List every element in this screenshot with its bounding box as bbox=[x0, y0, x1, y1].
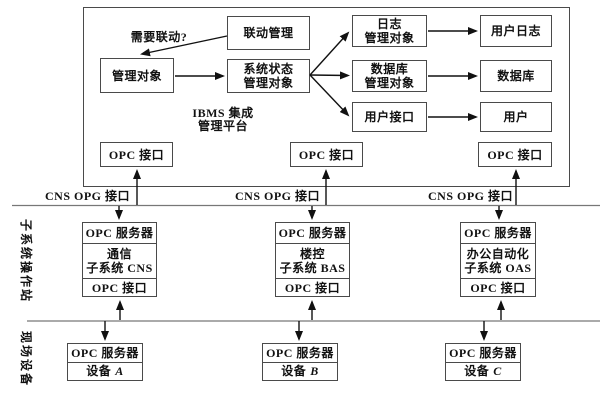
log-mgmt-box: 日志 管理对象 bbox=[352, 15, 427, 47]
opc-interface-cell: OPC 接口 bbox=[83, 278, 156, 296]
log-mgmt-line1: 日志 bbox=[376, 17, 402, 31]
user-box: 用户 bbox=[480, 102, 552, 132]
subsystem-name-line1: 通信 bbox=[106, 247, 132, 261]
user-log-box: 用户日志 bbox=[480, 15, 552, 47]
device-label: 设备 bbox=[281, 364, 307, 379]
opc-server-cell: OPC 服务器 bbox=[276, 223, 349, 243]
opc-server-cell: OPC 服务器 bbox=[446, 344, 520, 362]
field-device-layer-label: 现场设备 bbox=[19, 330, 33, 387]
device-name-cell: 设备 A bbox=[68, 361, 142, 381]
opc-server-cell: OPC 服务器 bbox=[461, 223, 535, 243]
cns-opg-label-3: CNS OPG 接口 bbox=[428, 189, 514, 203]
subsystem-stack-cns: OPC 服务器 通信 子系统 CNS OPC 接口 bbox=[82, 222, 157, 297]
platform-opc-interface-label-2: OPC 接口 bbox=[298, 147, 355, 162]
opc-server-label: OPC 服务器 bbox=[449, 345, 517, 360]
device-letter: C bbox=[493, 364, 502, 379]
opc-server-label: OPC 服务器 bbox=[464, 226, 532, 240]
opc-interface-cell: OPC 接口 bbox=[276, 278, 349, 296]
cns-opg-label-1: CNS OPG 接口 bbox=[45, 189, 131, 203]
subsystem-name-cell: 办公自动化 子系统 OAS bbox=[461, 243, 535, 278]
platform-opc-interface-label-1: OPC 接口 bbox=[108, 147, 165, 162]
platform-opc-interface-label-3: OPC 接口 bbox=[487, 147, 543, 162]
user-interface-label: 用户接口 bbox=[364, 110, 415, 124]
subsystem-name-line2: 子系统 OAS bbox=[464, 261, 532, 275]
subsystem-name-line2: 子系统 BAS bbox=[279, 261, 346, 275]
platform-title-line2: 管理平台 bbox=[197, 119, 248, 133]
platform-opc-interface-box-2: OPC 接口 bbox=[290, 142, 363, 167]
database-box: 数据库 bbox=[480, 60, 552, 92]
device-stack-c: OPC 服务器 设备 C bbox=[445, 343, 521, 381]
opc-server-cell: OPC 服务器 bbox=[83, 223, 156, 243]
opc-interface-label: OPC 接口 bbox=[470, 280, 526, 295]
linkage-mgmt-box: 联动管理 bbox=[227, 16, 310, 50]
device-label: 设备 bbox=[86, 364, 112, 379]
opc-server-cell: OPC 服务器 bbox=[263, 344, 337, 362]
subsystem-name-cell: 通信 子系统 CNS bbox=[83, 243, 156, 278]
platform-title-line1: IBMS 集成 bbox=[192, 106, 254, 120]
platform-opc-interface-box-1: OPC 接口 bbox=[100, 142, 173, 167]
user-log-label: 用户日志 bbox=[490, 24, 541, 38]
device-letter: A bbox=[115, 364, 124, 379]
subsystem-stack-oas: OPC 服务器 办公自动化 子系统 OAS OPC 接口 bbox=[460, 222, 536, 297]
device-name-cell: 设备 C bbox=[446, 361, 520, 381]
device-label: 设备 bbox=[464, 364, 490, 379]
db-mgmt-line2: 管理对象 bbox=[364, 76, 415, 90]
platform-opc-interface-box-3: OPC 接口 bbox=[478, 142, 552, 167]
platform-title: IBMS 集成 管理平台 bbox=[178, 107, 268, 133]
user-label: 用户 bbox=[503, 110, 529, 124]
subsystem-layer-label: 子系统操作站 bbox=[19, 218, 33, 303]
db-mgmt-line1: 数据库 bbox=[370, 62, 409, 76]
subsystem-stack-bas: OPC 服务器 楼控 子系统 BAS OPC 接口 bbox=[275, 222, 350, 297]
opc-server-label: OPC 服务器 bbox=[85, 226, 154, 240]
opc-interface-cell: OPC 接口 bbox=[461, 278, 535, 296]
database-label: 数据库 bbox=[497, 69, 535, 83]
system-status-line1: 系统状态 bbox=[243, 62, 294, 76]
cns-opg-label-2: CNS OPG 接口 bbox=[235, 189, 321, 203]
opc-interface-label: OPC 接口 bbox=[284, 280, 341, 295]
subsystem-name-line1: 楼控 bbox=[299, 247, 325, 261]
linkage-mgmt-label: 联动管理 bbox=[243, 26, 294, 40]
opc-interface-label: OPC 接口 bbox=[91, 280, 148, 295]
linkage-question-label: 需要联动? bbox=[130, 30, 188, 44]
managed-object-box: 管理对象 bbox=[100, 58, 174, 93]
device-stack-a: OPC 服务器 设备 A bbox=[67, 343, 143, 381]
log-mgmt-line2: 管理对象 bbox=[364, 31, 415, 45]
opc-server-cell: OPC 服务器 bbox=[68, 344, 142, 362]
device-stack-b: OPC 服务器 设备 B bbox=[262, 343, 338, 381]
subsystem-name-cell: 楼控 子系统 BAS bbox=[276, 243, 349, 278]
opc-server-label: OPC 服务器 bbox=[266, 345, 334, 360]
system-status-line2: 管理对象 bbox=[243, 76, 294, 90]
device-name-cell: 设备 B bbox=[263, 361, 337, 381]
device-letter: B bbox=[310, 364, 319, 379]
db-mgmt-box: 数据库 管理对象 bbox=[352, 60, 427, 92]
system-status-box: 系统状态 管理对象 bbox=[227, 59, 310, 93]
opc-server-label: OPC 服务器 bbox=[278, 226, 347, 240]
subsystem-name-line2: 子系统 CNS bbox=[86, 261, 153, 275]
subsystem-name-line1: 办公自动化 bbox=[466, 247, 530, 261]
user-interface-box: 用户接口 bbox=[352, 102, 427, 132]
managed-object-label: 管理对象 bbox=[111, 68, 162, 83]
opc-server-label: OPC 服务器 bbox=[71, 345, 139, 360]
